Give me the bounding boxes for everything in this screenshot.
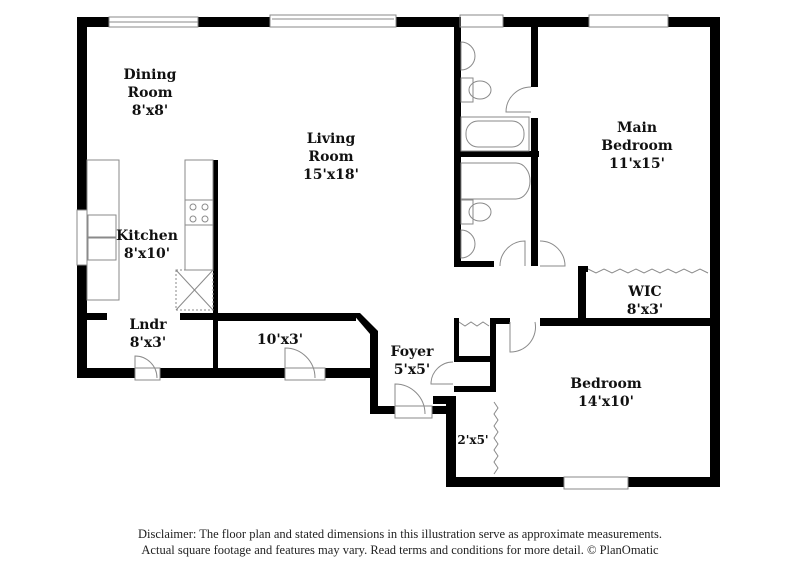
- room-name-line1: Kitchen: [116, 228, 178, 244]
- walls: [77, 17, 720, 487]
- room-label-wic: WIC 8'x3': [627, 283, 663, 319]
- room-name-line2: Room: [308, 149, 354, 165]
- room-name-line1: Foyer: [390, 344, 434, 360]
- fixtures: [76, 14, 709, 490]
- room-label-dining: Dining Room 8'x8': [124, 66, 177, 120]
- disclaimer-line2: Actual square footage and features may v…: [141, 543, 659, 557]
- room-dimensions: 15'x18': [303, 167, 359, 183]
- room-name-line2: Room: [127, 85, 173, 101]
- room-name-line1: WIC: [628, 284, 662, 300]
- room-name-line1: Living: [306, 131, 356, 147]
- room-name-line1: Main: [616, 120, 658, 136]
- room-dimensions: 8'x3': [626, 302, 664, 318]
- room-dimensions: 14'x10': [578, 394, 634, 410]
- room-dimensions: 11'x15': [609, 156, 665, 172]
- room-name-line1: Bedroom: [570, 376, 642, 392]
- room-dimensions: 2'x5': [457, 433, 489, 447]
- room-dimensions: 5'x5': [393, 362, 431, 378]
- room-dimensions: 8'x8': [131, 103, 169, 119]
- room-dimensions: 8'x10': [123, 246, 171, 262]
- room-label-bedroom: Bedroom 14'x10': [570, 375, 641, 411]
- room-label-storage: 10'x3': [257, 331, 303, 349]
- room-label-laundry: Lndr 8'x3': [129, 316, 166, 352]
- room-name-line1: Dining: [123, 67, 177, 83]
- room-label-main-bedroom: Main Bedroom 11'x15': [601, 119, 672, 173]
- disclaimer: Disclaimer: The floor plan and stated di…: [0, 526, 800, 558]
- disclaimer-line1: Disclaimer: The floor plan and stated di…: [138, 527, 662, 541]
- room-label-foyer: Foyer 5'x5': [391, 343, 434, 379]
- room-dimensions: 10'x3': [256, 332, 304, 348]
- room-dimensions: 8'x3': [129, 335, 167, 351]
- room-label-closet: 2'x5': [457, 433, 488, 448]
- room-name-line1: Lndr: [129, 317, 167, 333]
- room-label-kitchen: Kitchen 8'x10': [116, 227, 178, 263]
- room-name-line2: Bedroom: [601, 138, 673, 154]
- room-label-living: Living Room 15'x18': [303, 130, 359, 184]
